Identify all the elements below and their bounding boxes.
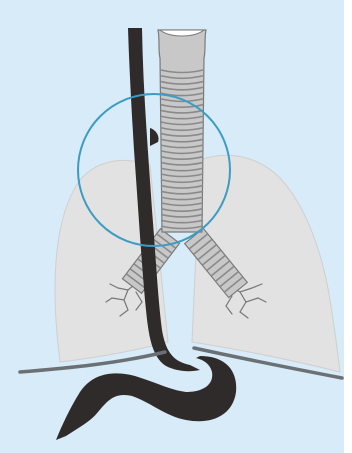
background-edge bbox=[344, 0, 352, 453]
trachea bbox=[158, 30, 206, 232]
